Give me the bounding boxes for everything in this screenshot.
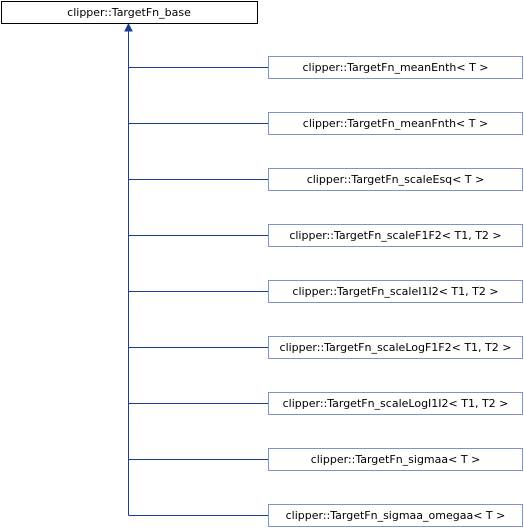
derived-class-label: clipper::TargetFn_meanFnth< T > (303, 117, 488, 130)
base-class-node[interactable]: clipper::TargetFn_base (1, 1, 258, 24)
derived-class-node[interactable]: clipper::TargetFn_scaleI1I2< T1, T2 > (128, 280, 523, 303)
derived-class-label: clipper::TargetFn_scaleI1I2< T1, T2 > (292, 285, 498, 298)
derived-class-box (268, 336, 523, 359)
derived-class-node[interactable]: clipper::TargetFn_scaleLogF1F2< T1, T2 > (128, 336, 523, 359)
inheritance-edges (124, 22, 133, 516)
base-class-label: clipper::TargetFn_base (67, 6, 191, 19)
derived-class-node[interactable]: clipper::TargetFn_sigmaa_omegaa< T > (128, 504, 523, 527)
derived-class-label: clipper::TargetFn_scaleF1F2< T1, T2 > (289, 229, 501, 242)
derived-class-nodes: clipper::TargetFn_meanEnth< T >clipper::… (128, 56, 523, 527)
derived-class-node[interactable]: clipper::TargetFn_scaleF1F2< T1, T2 > (128, 224, 523, 247)
derived-class-box (268, 168, 523, 191)
derived-class-node[interactable]: clipper::TargetFn_meanEnth< T > (128, 56, 523, 79)
derived-class-label: clipper::TargetFn_sigmaa_omegaa< T > (286, 509, 506, 522)
derived-class-box (268, 392, 523, 415)
derived-class-box (268, 504, 523, 527)
derived-class-label: clipper::TargetFn_scaleLogI1I2< T1, T2 > (283, 397, 509, 410)
derived-class-box (268, 112, 523, 135)
derived-class-node[interactable]: clipper::TargetFn_sigmaa< T > (128, 448, 523, 471)
derived-class-node[interactable]: clipper::TargetFn_meanFnth< T > (128, 112, 523, 135)
base-class-box (1, 1, 258, 24)
derived-class-label: clipper::TargetFn_sigmaa< T > (311, 453, 481, 466)
derived-class-box (268, 224, 523, 247)
inheritance-arrowhead (124, 22, 133, 32)
derived-class-label: clipper::TargetFn_scaleLogF1F2< T1, T2 > (280, 341, 512, 354)
derived-class-label: clipper::TargetFn_scaleEsq< T > (307, 173, 485, 186)
derived-class-box (268, 280, 523, 303)
derived-class-node[interactable]: clipper::TargetFn_scaleEsq< T > (128, 168, 523, 191)
derived-class-box (268, 56, 523, 79)
derived-class-label: clipper::TargetFn_meanEnth< T > (302, 61, 488, 74)
derived-class-node[interactable]: clipper::TargetFn_scaleLogI1I2< T1, T2 > (128, 392, 523, 415)
derived-class-box (268, 448, 523, 471)
